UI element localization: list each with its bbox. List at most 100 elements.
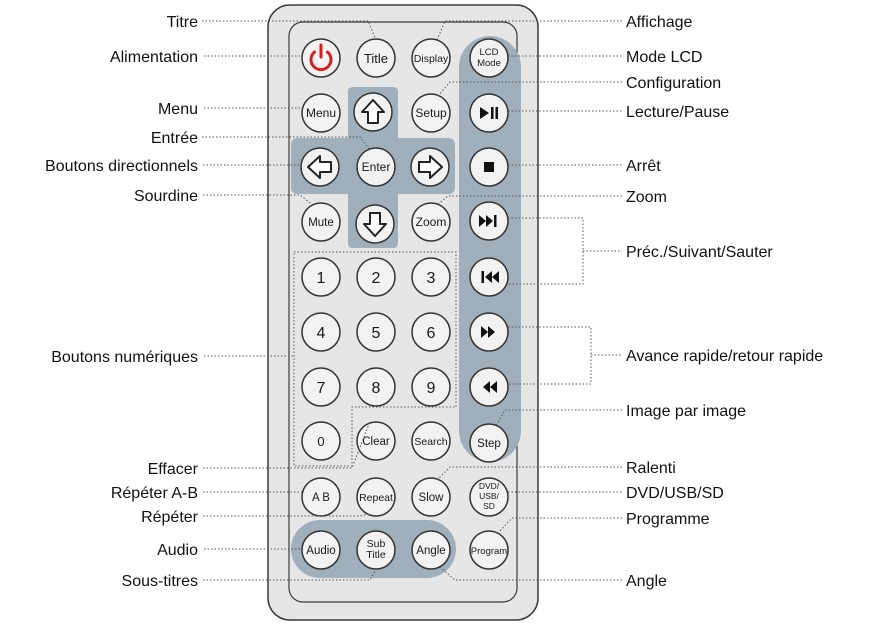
title-button-label: Title [364,51,388,66]
mute-button-label: Mute [308,217,334,229]
clear-button[interactable]: Clear [356,421,396,461]
arrow-up-icon [361,99,385,124]
digit-6-button[interactable]: 6 [411,312,451,352]
setup-button[interactable]: Setup [411,93,451,133]
leader-lines [202,20,622,581]
digit-2-button[interactable]: 2 [356,257,396,297]
audio-button-label: Audio [306,545,335,557]
label-lecture-pause: Lecture/Pause [626,104,729,121]
label-angle: Angle [626,573,667,590]
leader-titre [202,20,377,41]
step-button[interactable]: Step [469,423,509,463]
ab-button[interactable]: A B [301,477,341,517]
search-button[interactable]: Search [411,421,451,461]
lcd-mode-button[interactable]: LCD Mode [469,38,509,78]
mute-button[interactable]: Mute [301,202,341,242]
fast-forward-button[interactable] [469,312,509,352]
label-directionnels: Boutons directionnels [45,158,198,175]
subtitle-button[interactable]: Sub Title [356,530,396,570]
stop-button[interactable] [469,147,509,187]
display-button[interactable]: Display [411,38,451,78]
label-alimentation: Alimentation [110,49,198,66]
slow-button[interactable]: Slow [411,477,451,517]
menu-button[interactable]: Menu [301,93,341,133]
digit-0-label: 0 [317,434,324,449]
label-zoom: Zoom [626,189,667,206]
label-effacer: Effacer [148,461,199,478]
skip-next-icon [479,215,497,227]
dvd-label-line1: DVD/ [479,481,500,491]
subtitle-label-line2: Title [366,549,386,561]
repeat-button-label: Repeat [359,492,393,504]
digit-6-label: 6 [427,325,436,342]
label-repeter: Répéter [141,509,199,526]
slow-button-label: Slow [419,492,445,504]
down-button[interactable] [355,204,395,244]
angle-button[interactable]: Angle [411,530,451,570]
step-button-label: Step [477,438,501,450]
program-button[interactable]: Program [469,530,509,570]
digit-3-button[interactable]: 3 [411,257,451,297]
fast-forward-icon [481,326,495,338]
skip-previous-icon [481,271,499,283]
label-programme: Programme [626,511,710,528]
digit-1-button[interactable]: 1 [301,257,341,297]
menu-button-label: Menu [306,106,336,120]
dvd-usb-sd-button[interactable]: DVD/ USB/ SD [469,477,509,517]
left-button[interactable] [300,147,340,187]
zoom-button-label: Zoom [416,215,447,229]
digit-0-button[interactable]: 0 [301,421,341,461]
setup-button-label: Setup [415,106,447,120]
previous-button[interactable] [469,257,509,297]
digit-3-label: 3 [427,270,436,287]
search-button-label: Search [414,436,447,448]
leader-programme [498,517,622,533]
label-prec-suivant: Préc./Suivant/Sauter [626,244,773,261]
right-button[interactable] [410,147,450,187]
arrow-left-icon [307,155,332,179]
leader-configuration [437,81,622,97]
label-mode-lcd: Mode LCD [626,49,702,66]
play-pause-button[interactable] [469,93,509,133]
label-audio: Audio [157,542,198,559]
dvd-label-line2: USB/ [479,491,499,501]
leader-effacer [203,423,370,469]
digit-2-label: 2 [372,270,381,287]
up-button[interactable] [353,92,393,132]
label-configuration: Configuration [626,75,721,92]
next-button[interactable] [469,201,509,241]
digit-8-button[interactable]: 8 [356,367,396,407]
digit-4-button[interactable]: 4 [301,312,341,352]
digit-9-button[interactable]: 9 [411,367,451,407]
title-button[interactable]: Title [356,38,396,78]
repeat-button[interactable]: Repeat [356,477,396,517]
rewind-button[interactable] [469,367,509,407]
program-button-label: Program [471,546,508,557]
subtitle-label-line1: Sub [367,538,386,550]
leader-sous-titres [203,568,377,581]
enter-button[interactable]: Enter [356,147,396,187]
ab-button-label: A B [312,492,330,504]
digit-7-button[interactable]: 7 [301,367,341,407]
transport-panel [459,36,521,462]
power-icon [309,43,333,72]
label-avance-retour: Avance rapide/retour rapide [626,348,823,365]
digit-4-label: 4 [317,325,326,342]
audio-button[interactable]: Audio [301,530,341,570]
lcd-mode-label-line1: LCD [479,47,498,58]
lcd-mode-label-line2: Mode [477,58,501,69]
numeric-bracket [293,251,457,467]
leader-zoom [436,195,622,206]
leader-ralenti [436,466,622,481]
zoom-button[interactable]: Zoom [411,202,451,242]
digit-5-label: 5 [372,325,381,342]
label-sous-titres: Sous-titres [122,573,198,590]
display-button-label: Display [414,53,449,65]
digit-5-button[interactable]: 5 [356,312,396,352]
angle-button-label: Angle [416,545,445,557]
digit-8-label: 8 [372,380,381,397]
power-button[interactable] [301,38,341,78]
label-ralenti: Ralenti [626,460,676,477]
